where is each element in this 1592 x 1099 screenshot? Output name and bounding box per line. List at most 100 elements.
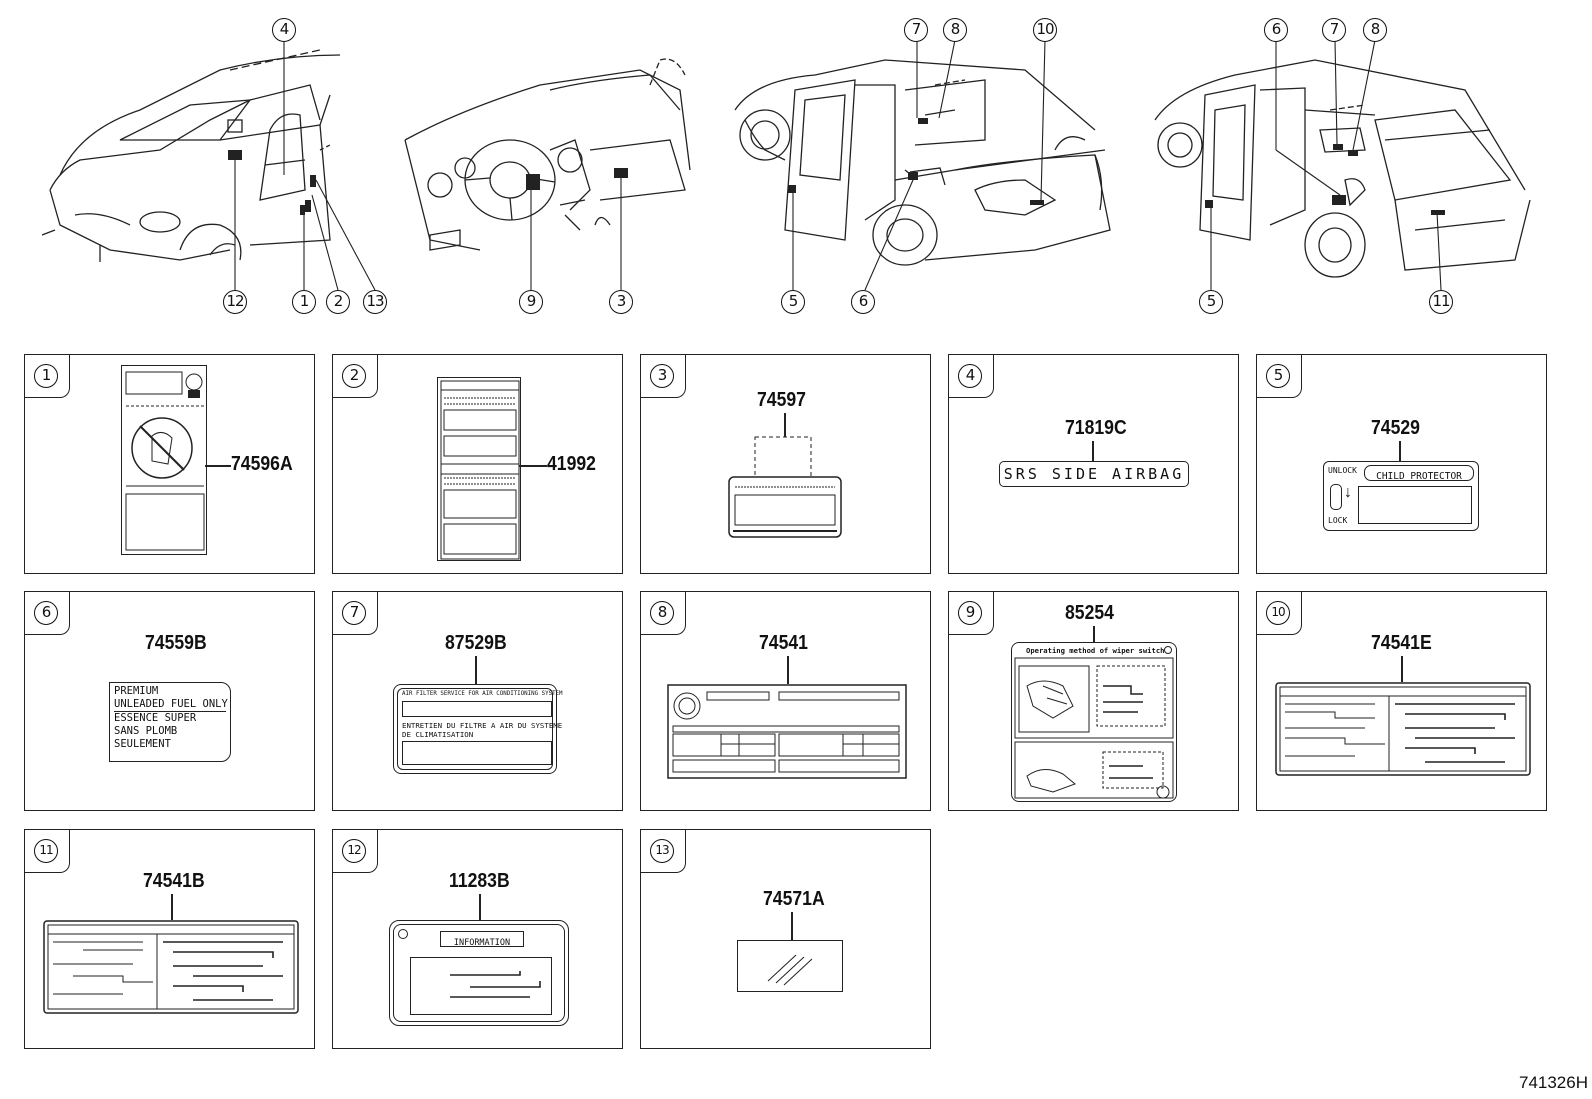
part-number: 11283B [449, 870, 510, 892]
panel-5: 5 74529 UNLOCK CHILD PROTECTOR ↓ LOCK [1256, 354, 1547, 574]
leader-line [205, 465, 231, 467]
panel-2: 2 41992 [332, 354, 623, 574]
wiper-diagram [1014, 657, 1174, 799]
label-title: CHILD PROTECTOR [1364, 465, 1474, 482]
panel-7: 7 87529B AIR FILTER SERVICE FOR AIR COND… [332, 591, 623, 811]
part-number: 85254 [1065, 602, 1114, 624]
leader-line [784, 413, 786, 437]
panel-index: 8 [650, 601, 674, 625]
callout-5b: 5 [1199, 290, 1223, 314]
callout-5: 5 [781, 290, 805, 314]
panel-tab: 12 [333, 830, 378, 873]
part-number: 74541 [759, 632, 808, 654]
lock-knob-icon [1330, 484, 1342, 510]
label-74541-illustration [667, 684, 907, 779]
callout-13: 13 [363, 290, 387, 314]
panel-index: 10 [1266, 601, 1290, 625]
part-number: 74597 [757, 389, 806, 411]
callout-7b: 7 [1322, 18, 1346, 42]
panel-index: 9 [958, 601, 982, 625]
callout-9: 9 [519, 290, 543, 314]
leader-line [1092, 441, 1094, 461]
panel-index: 3 [650, 364, 674, 388]
panel-tab: 13 [641, 830, 686, 873]
panel-tab: 9 [949, 592, 994, 635]
panel-tab: 4 [949, 355, 994, 398]
part-number: 74529 [1371, 417, 1420, 439]
panel-tab: 2 [333, 355, 378, 398]
text-block [402, 741, 552, 765]
diagram-reference: 741326H [1518, 1073, 1588, 1092]
label-text: SRS SIDE AIRBAG [1003, 465, 1185, 483]
corner-hole-icon [1164, 646, 1172, 654]
panel-tab: 10 [1257, 592, 1302, 635]
vehicle-views: 4 12 1 2 13 [0, 0, 1592, 335]
leader-line [479, 894, 481, 920]
panel-index: 6 [34, 601, 58, 625]
panel-9: 9 85254 Operating method of wiper switch [948, 591, 1239, 811]
panel-13: 13 74571A [640, 829, 931, 1049]
label-inner-border [393, 924, 565, 1022]
part-number: 74596A [231, 453, 293, 475]
panel-tab: 11 [25, 830, 70, 873]
front-car-illustration [41, 40, 376, 291]
panel-8: 8 74541 [640, 591, 931, 811]
callout-11: 11 [1429, 290, 1453, 314]
panel-index: 4 [958, 364, 982, 388]
fuel-line-2: UNLEADED FUEL ONLY [114, 698, 228, 712]
callout-6: 6 [851, 290, 875, 314]
callout-6b: 6 [1264, 18, 1288, 42]
info-title-box: INFORMATION [440, 931, 524, 948]
fuel-line-1: PREMIUM [114, 685, 159, 697]
panel-tab: 3 [641, 355, 686, 398]
panel-index: 13 [650, 839, 674, 863]
callout-1: 1 [292, 290, 316, 314]
vehicle-view-sedan-rear: 7 8 10 5 6 [725, 0, 1125, 335]
part-number: 74559B [145, 632, 207, 654]
text-block [410, 957, 552, 1015]
label-74541B-illustration [43, 920, 299, 1014]
label-wiper-switch: Operating method of wiper switch [1011, 642, 1177, 802]
vehicle-view-front: 4 12 1 2 13 [20, 0, 400, 335]
part-number: 74571A [763, 888, 825, 910]
panel-index: 11 [34, 839, 58, 863]
arrow-down-icon: ↓ [1344, 484, 1352, 501]
unlock-text: UNLOCK [1328, 466, 1357, 475]
callout-8b: 8 [1363, 18, 1387, 42]
sedan-rear-illustration [734, 39, 1111, 291]
part-number: 74541B [143, 870, 205, 892]
panel-12: 12 11283B INFORMATION [332, 829, 623, 1049]
callout-10: 10 [1033, 18, 1057, 42]
leader-line [1401, 656, 1403, 682]
fuel-line-4: SANS PLOMB [114, 725, 178, 737]
panel-tab: 5 [1257, 355, 1302, 398]
part-number: 41992 [547, 453, 596, 475]
wiper-title: Operating method of wiper switch [1026, 646, 1165, 655]
callout-7: 7 [904, 18, 928, 42]
label-41992-illustration [437, 377, 521, 561]
label-74541E-illustration [1275, 682, 1531, 776]
panel-6: 6 74559B PREMIUM UNLEADED FUEL ONLY ESSE… [24, 591, 315, 811]
label-inner-border [397, 688, 553, 770]
label-74571A-illustration [737, 940, 843, 992]
vehicle-view-dashboard: 9 3 [400, 0, 700, 335]
label-74597-illustration [728, 436, 842, 538]
leader-line [171, 894, 173, 920]
fuel-line-3: ESSENCE SUPER [114, 712, 197, 724]
panel-tab: 7 [333, 592, 378, 635]
callout-12: 12 [223, 290, 247, 314]
panel-1: 1 74596A [24, 354, 315, 574]
panel-index: 1 [34, 364, 58, 388]
leader-line [475, 656, 477, 684]
leader-line [1093, 626, 1095, 642]
label-premium-fuel: PREMIUM UNLEADED FUEL ONLY ESSENCE SUPER… [109, 682, 231, 762]
air-filter-line-3: DE CLIMATISATION [402, 730, 474, 739]
lock-text: LOCK [1328, 516, 1348, 525]
text-block [1358, 486, 1472, 524]
leader-line [1399, 441, 1401, 461]
fuel-line-5: SEULEMENT [114, 738, 171, 750]
part-number: 74541E [1371, 632, 1432, 654]
hole-icon [398, 929, 408, 939]
panel-index: 2 [342, 364, 366, 388]
